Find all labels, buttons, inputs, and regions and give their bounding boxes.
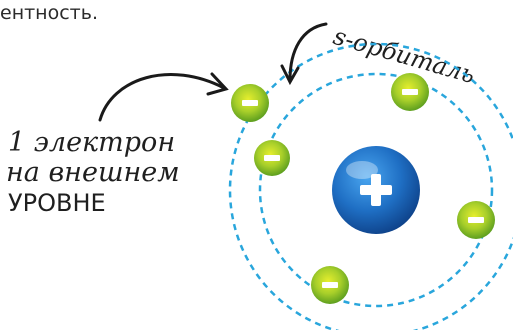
inner-orbit bbox=[258, 72, 494, 308]
electron-label-line2: на внешнем bbox=[6, 157, 180, 188]
top-text-fragment: ентность. bbox=[0, 2, 98, 24]
electron-label: 1 электрон на внешнем УРОВНЕ bbox=[6, 127, 180, 218]
electron-inner-bottom bbox=[311, 266, 349, 304]
minus-icon bbox=[468, 217, 484, 223]
minus-icon bbox=[264, 155, 280, 161]
arrow-to-orbit bbox=[280, 22, 328, 86]
outer-orbit bbox=[228, 42, 513, 330]
electron-label-line3: УРОВНЕ bbox=[8, 189, 106, 217]
electron-inner-right bbox=[457, 201, 495, 239]
electron-label-line1: 1 электрон bbox=[8, 127, 176, 158]
minus-icon bbox=[242, 100, 258, 106]
minus-icon bbox=[322, 282, 338, 288]
minus-icon bbox=[402, 89, 418, 95]
nucleus bbox=[332, 146, 420, 234]
arrow-to-electron bbox=[98, 72, 229, 122]
electron-inner-left bbox=[254, 140, 290, 176]
electron-outer-left bbox=[231, 84, 269, 122]
electron-inner-top bbox=[391, 73, 429, 111]
